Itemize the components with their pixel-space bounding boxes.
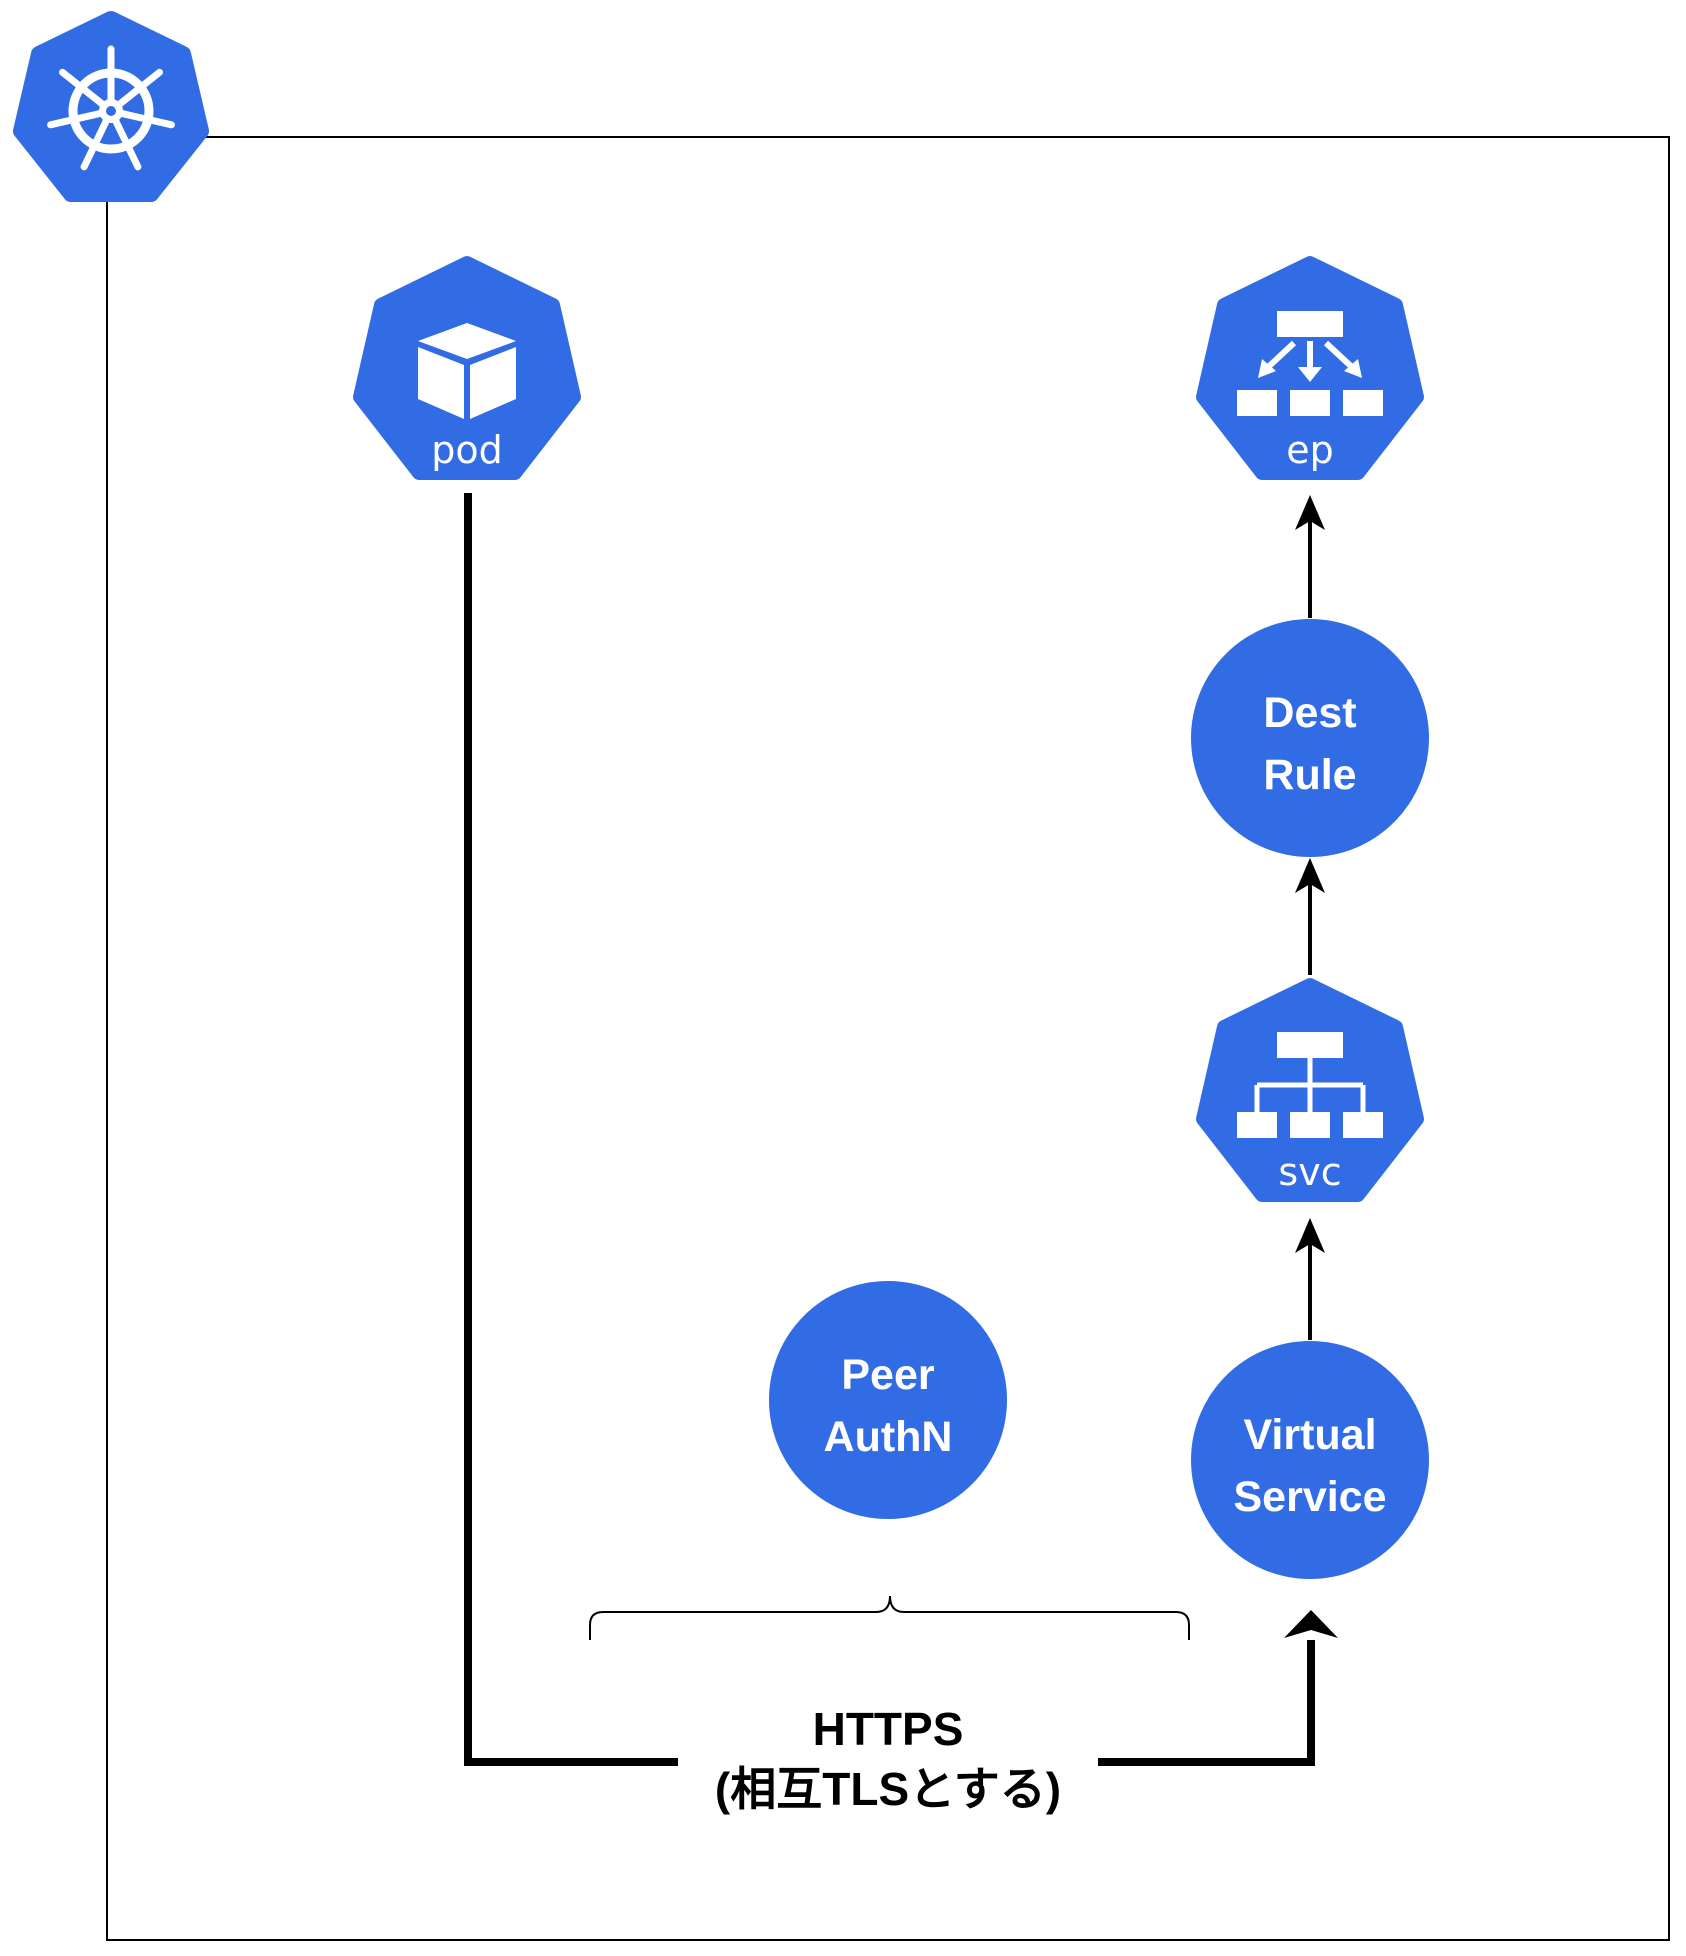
edge-pod-to-virtual-service: HTTPS (相互TLSとする) — [464, 493, 1338, 1815]
dest-rule-node[interactable]: Dest Rule — [1191, 619, 1429, 857]
kubernetes-helm-wheel-icon — [13, 11, 209, 202]
edge-svc-to-dest-rule — [1295, 858, 1325, 975]
svc-node[interactable]: svc — [1196, 978, 1424, 1202]
dest-rule-label-line2: Rule — [1263, 751, 1356, 799]
dest-rule-label-line1: Dest — [1263, 689, 1356, 737]
https-edge-label-line1: HTTPS — [813, 1703, 964, 1755]
edge-dest-rule-to-ep — [1295, 495, 1325, 618]
virtual-service-label-line1: Virtual — [1243, 1411, 1376, 1459]
endpoints-icon — [1237, 311, 1383, 416]
peer-authn-node[interactable]: Peer AuthN — [769, 1281, 1007, 1519]
svc-label: svc — [1278, 1150, 1341, 1194]
service-tree-icon — [1237, 1032, 1383, 1138]
peer-authn-label-line2: AuthN — [824, 1413, 953, 1461]
ep-node[interactable]: ep — [1196, 256, 1424, 480]
ep-label: ep — [1286, 428, 1334, 472]
virtual-service-node[interactable]: Virtual Service — [1191, 1341, 1429, 1579]
virtual-service-label-line2: Service — [1233, 1473, 1386, 1521]
pod-label: pod — [431, 428, 503, 472]
pod-node[interactable]: pod — [353, 256, 581, 480]
peer-authn-scope-brace — [589, 1595, 1190, 1640]
https-edge-label-line2: (相互TLSとする) — [715, 1763, 1061, 1815]
edge-virtual-service-to-svc — [1295, 1218, 1325, 1340]
peer-authn-label-line1: Peer — [841, 1351, 935, 1399]
cluster-boundary — [106, 136, 1670, 1941]
cube-icon — [418, 323, 516, 419]
